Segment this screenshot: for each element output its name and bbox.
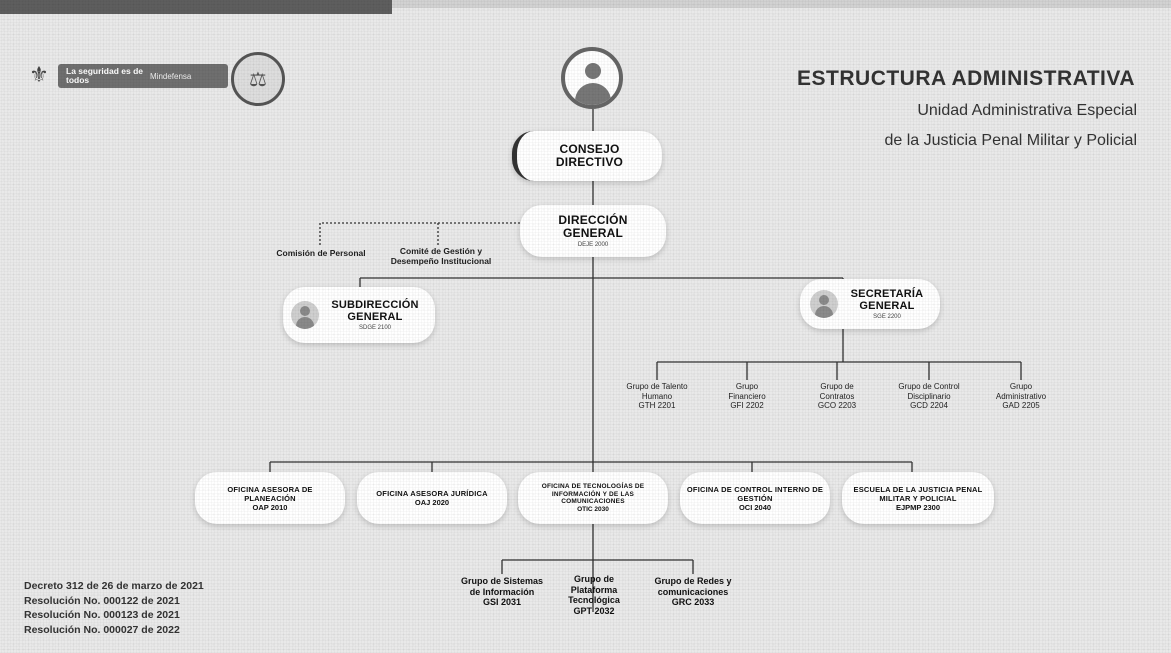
secretaria-code: SGE 2200 [873,314,901,320]
page-title: ESTRUCTURA ADMINISTRATIVA [797,67,1135,90]
secretaria-group: Grupo de Talento Humano GTH 2201 [617,382,697,411]
page-subtitle-2: de la Justicia Penal Militar y Policial [884,132,1137,149]
colombia-coat-of-arms-icon: ⚜ [29,62,49,87]
office-code: OTIC 2030 [577,505,609,513]
legal-note: Decreto 312 de 26 de marzo de 2021 [24,580,204,592]
office-code: OAJ 2020 [414,498,450,507]
direccion-general-box: DIRECCIÓN GENERAL DEJE 2000 [520,205,666,257]
person-icon [810,290,838,318]
page-subtitle-1: Unidad Administrativa Especial [917,102,1137,119]
office-box: ESCUELA DE LA JUSTICIA PENAL MILITAR Y P… [842,472,994,524]
office-name: OFICINA DE TECNOLOGÍAS DE INFORMACIÓN Y … [541,483,645,506]
top-bar-light [392,0,1171,8]
subdireccion-code: SDGE 2100 [358,325,392,331]
group-code: GCD 2204 [910,401,948,410]
office-code: OAP 2010 [252,502,288,512]
group-name: Grupo Administrativo [995,382,1047,401]
office-box: OFICINA ASESORA JURÍDICA OAJ 2020 [357,472,507,524]
secretaria-label: SECRETARÍA GENERAL [850,288,924,312]
group-name: Grupo de Plataforma Tecnológica [568,574,620,605]
group-code: GCO 2203 [817,401,857,410]
comision-personal-label: Comisión de Personal [276,248,366,258]
group-code: GRC 2033 [671,597,715,607]
group-code: GFI 2202 [730,401,764,410]
secretaria-group: Grupo Administrativo GAD 2205 [985,382,1057,411]
person-icon [291,301,319,329]
subdireccion-label: SUBDIRECCIÓN GENERAL [331,299,419,323]
otic-group: Grupo de Sistemas de Información GSI 203… [456,576,548,608]
secretaria-general-box: SECRETARÍA GENERAL SGE 2200 [800,279,940,329]
office-name: ESCUELA DE LA JUSTICIA PENAL MILITAR Y P… [853,484,983,503]
group-name: Grupo de Control Disciplinario [898,382,960,401]
office-box: OFICINA DE CONTROL INTERNO DE GESTIÓN OC… [680,472,830,524]
office-box: OFICINA ASESORA DE PLANEACIÓN OAP 2010 [195,472,345,524]
otic-group: Grupo de Plataforma Tecnológica GPT 2032 [558,574,630,616]
direccion-code: DEJE 2000 [577,242,609,248]
government-logo: La seguridad es de todos Mindefensa [58,64,228,88]
consejo-directivo-box: CONSEJO DIRECTIVO [512,131,662,181]
office-code: OCI 2040 [738,502,772,512]
legal-note: Resolución No. 000123 de 2021 [24,609,180,621]
consejo-label: CONSEJO DIRECTIVO [555,142,624,169]
office-name: OFICINA ASESORA DE PLANEACIÓN [227,484,313,503]
group-code: GTH 2201 [638,401,676,410]
group-code: GSI 2031 [482,597,522,607]
slogan-text: La seguridad es de todos [66,66,143,85]
otic-group: Grupo de Redes y comunicaciones GRC 2033 [646,576,740,608]
group-code: GPT 2032 [573,605,615,616]
group-name: Grupo de Sistemas de Información [460,576,544,597]
group-name: Grupo de Contratos [819,382,855,401]
subdireccion-general-box: SUBDIRECCIÓN GENERAL SDGE 2100 [283,287,435,343]
office-box: OFICINA DE TECNOLOGÍAS DE INFORMACIÓN Y … [518,472,668,524]
user-avatar-icon [561,47,623,109]
institution-seal-icon: ⚖ [231,52,285,106]
office-name: OFICINA DE CONTROL INTERNO DE GESTIÓN [686,484,824,503]
direccion-label: DIRECCIÓN GENERAL [558,213,628,240]
secretaria-group: Grupo Financiero GFI 2202 [720,382,774,411]
group-name: Grupo Financiero [728,382,766,401]
office-code: EJPMP 2300 [895,502,941,512]
legal-note: Resolución No. 000027 de 2022 [24,623,180,636]
legal-references: Decreto 312 de 26 de marzo de 2021 Resol… [24,579,204,637]
secretaria-group: Grupo de Contratos GCO 2203 [807,382,867,411]
office-name: OFICINA ASESORA JURÍDICA [376,489,488,498]
legal-note: Resolución No. 000122 de 2021 [24,594,180,607]
top-bar [0,0,392,14]
secretaria-group: Grupo de Control Disciplinario GCD 2204 [886,382,972,411]
group-name: Grupo de Talento Humano [626,382,688,401]
comite-gestion-label: Comité de Gestión y Desempeño Institucio… [390,246,492,266]
ministry-text: Mindefensa [150,71,192,81]
group-code: GAD 2205 [1002,401,1040,410]
group-name: Grupo de Redes y comunicaciones [654,576,732,597]
